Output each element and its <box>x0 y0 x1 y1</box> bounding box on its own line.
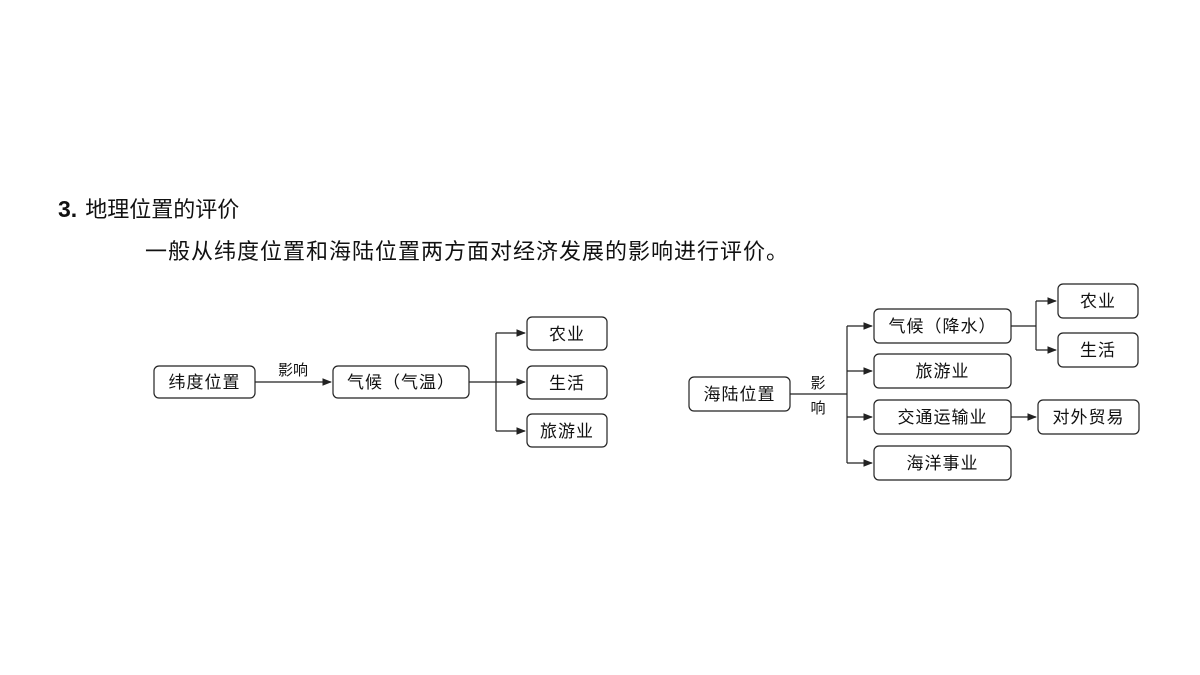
right-life-node: 生活 <box>1057 332 1139 368</box>
left-life-label: 生活 <box>549 374 585 394</box>
right-tourism-node: 旅游业 <box>873 353 1012 389</box>
land-sea-diagram: 海陆位置 影 响 气候（降水） 旅游业 交通运输业 海洋事业 <box>688 283 1140 481</box>
latitude-diagram: 纬度位置 影响 气候（气温） 农业 生活 旅游业 <box>153 316 608 448</box>
land-sea-position-node: 海陆位置 <box>688 376 791 412</box>
left-life-node: 生活 <box>526 365 608 400</box>
right-tourism-label: 旅游业 <box>916 362 970 382</box>
left-tourism-node: 旅游业 <box>526 413 608 448</box>
section-title: 地理位置的评价 <box>85 198 240 223</box>
trade-label: 对外贸易 <box>1053 408 1125 428</box>
climate-temperature-label: 气候（气温） <box>347 373 455 393</box>
latitude-position-node: 纬度位置 <box>153 365 256 399</box>
left-tourism-label: 旅游业 <box>540 422 594 442</box>
latitude-influence-label: 影响 <box>278 361 308 379</box>
latitude-position-label: 纬度位置 <box>169 373 241 393</box>
marine-node: 海洋事业 <box>873 445 1012 481</box>
section-number: 3. <box>58 196 78 222</box>
marine-label: 海洋事业 <box>907 454 979 474</box>
climate-precipitation-node: 气候（降水） <box>873 308 1012 344</box>
climate-precipitation-label: 气候（降水） <box>889 317 997 337</box>
left-agriculture-node: 农业 <box>526 316 608 351</box>
right-life-label: 生活 <box>1080 341 1116 361</box>
land-sea-influence-label-bottom: 响 <box>810 399 825 417</box>
land-sea-position-label: 海陆位置 <box>704 385 776 405</box>
trade-node: 对外贸易 <box>1037 399 1140 435</box>
right-agriculture-node: 农业 <box>1057 283 1139 319</box>
intro-paragraph: 一般从纬度位置和海陆位置两方面对经济发展的影响进行评价。 <box>145 240 790 265</box>
transport-node: 交通运输业 <box>873 399 1012 435</box>
section-heading: 3. 地理位置的评价 <box>58 193 239 227</box>
land-sea-influence-label-top: 影 <box>810 374 825 392</box>
climate-temperature-node: 气候（气温） <box>332 365 470 399</box>
transport-label: 交通运输业 <box>898 408 988 428</box>
right-agriculture-label: 农业 <box>1080 292 1116 312</box>
left-agriculture-label: 农业 <box>549 325 585 345</box>
